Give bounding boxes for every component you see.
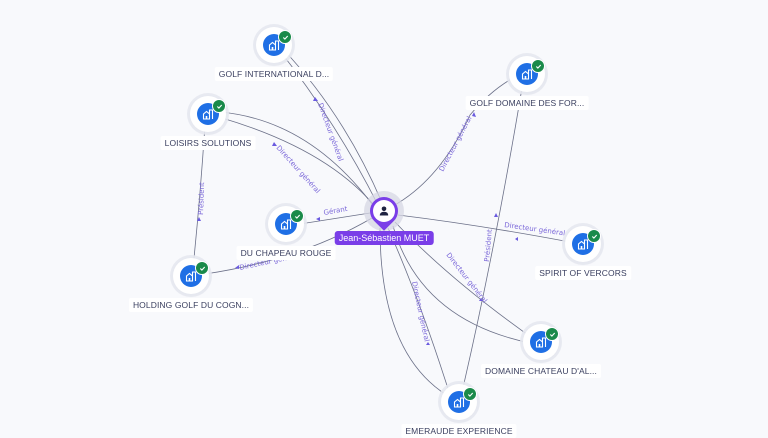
verified-check-icon: [531, 59, 545, 73]
verified-check-icon: [212, 99, 226, 113]
edge-label: Directeur général: [275, 144, 322, 195]
arrow-marker: [479, 298, 483, 301]
verified-check-icon: [195, 261, 209, 275]
edge-person-loisirs-solutions: [219, 111, 376, 209]
edge-label: Gérant: [323, 205, 348, 217]
edge-person-emeraude-2: [379, 227, 456, 401]
edge-label: Directeur général: [316, 102, 345, 162]
arrow-marker: [515, 237, 518, 241]
edge-person-emeraude: [387, 227, 451, 396]
edge-person-golf-international-2: [281, 47, 384, 206]
arrow-marker: [197, 217, 201, 221]
arrow-marker: [472, 112, 476, 117]
edge-label: Directeur général: [504, 221, 566, 237]
edge-label: Directeur général: [438, 115, 474, 173]
person-icon: [373, 200, 395, 222]
edge-person-domaine-chateau-2: [392, 225, 531, 344]
company-label[interactable]: DU CHAPEAU ROUGE: [236, 246, 336, 260]
arrow-marker: [426, 342, 430, 345]
edge-person-loisirs-solutions-2: [221, 117, 379, 211]
company-label[interactable]: DOMAINE CHATEAU D'AL...: [481, 364, 601, 378]
edge-person-chapeau-rouge: [299, 212, 371, 225]
verified-check-icon: [278, 30, 292, 44]
arrow-marker: [316, 217, 320, 221]
company-label[interactable]: GOLF INTERNATIONAL D...: [214, 67, 334, 81]
company-label[interactable]: HOLDING GOLF DU COGN...: [128, 298, 254, 312]
person-label[interactable]: Jean-Sébastien MUET: [334, 231, 434, 245]
arrow-marker: [494, 213, 498, 217]
verified-check-icon: [463, 387, 477, 401]
company-label[interactable]: SPIRIT OF VERCORS: [535, 266, 631, 280]
arrow-marker: [235, 265, 239, 269]
edge-label: Président: [197, 182, 206, 215]
verified-check-icon: [587, 229, 601, 243]
arrow-marker: [272, 142, 277, 146]
edge-person-golf-international: [275, 45, 379, 206]
company-label[interactable]: EMERAUDE EXPERIENCE: [401, 424, 517, 438]
edge-person-spirit-vercors: [397, 214, 576, 244]
verified-check-icon: [545, 327, 559, 341]
company-label[interactable]: GOLF DOMAINE DES FOR...: [465, 96, 589, 110]
verified-check-icon: [290, 209, 304, 223]
arrow-marker: [313, 97, 318, 101]
edge-person-golf-domaine: [392, 71, 526, 207]
edge-label: Président: [483, 229, 494, 262]
edge-emeraude-golf-domaine: [461, 81, 524, 393]
edge-label: Directeur général: [444, 251, 488, 304]
company-label[interactable]: LOISIRS SOLUTIONS: [160, 136, 256, 150]
